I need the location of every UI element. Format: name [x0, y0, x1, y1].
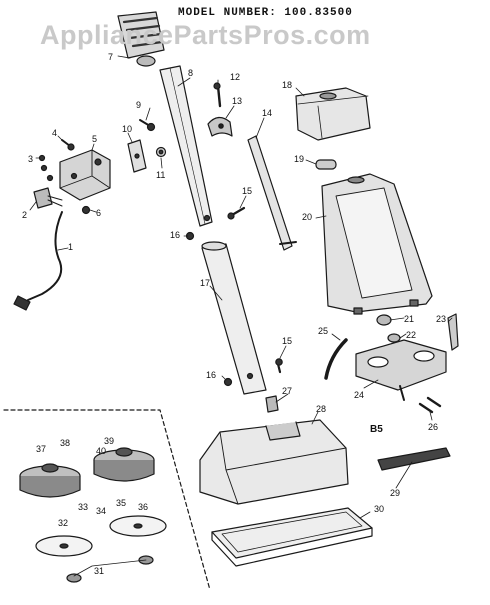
label-36: 36	[138, 502, 148, 512]
label-13: 13	[232, 96, 242, 106]
label-28: 28	[316, 404, 326, 414]
clip-part-27	[265, 395, 279, 413]
nut-part-6	[81, 205, 91, 215]
screw-part-9	[139, 119, 156, 132]
label-23: 23	[436, 314, 446, 324]
label-37: 37	[36, 444, 46, 454]
label-3: 3	[28, 154, 33, 164]
pad-part-36	[109, 515, 167, 537]
model-number: MODEL NUMBER: 100.83500	[178, 7, 353, 19]
clip-part-10	[127, 139, 147, 173]
label-6: 6	[96, 208, 101, 218]
label-33: 33	[78, 502, 88, 512]
label-11: 11	[156, 170, 165, 180]
switch-part-2	[33, 187, 63, 209]
label-19: 19	[294, 154, 304, 164]
link-part-23	[447, 313, 459, 351]
part-labels: 7 8 12 13 14 9 10 11 15 16 17 15 16 27 1…	[22, 52, 446, 576]
label-40: 40	[96, 446, 106, 456]
pad-part-33	[35, 535, 93, 557]
adapter-part-31	[66, 555, 154, 583]
label-24: 24	[354, 390, 364, 400]
tank-lid-part-18	[295, 87, 371, 141]
label-8: 8	[188, 68, 193, 78]
screw-part-4	[61, 139, 75, 151]
power-cord-part	[13, 211, 63, 311]
label-5: 5	[92, 134, 97, 144]
label-10: 10	[122, 124, 132, 134]
label-31: 31	[94, 566, 104, 576]
label-14: 14	[262, 108, 272, 118]
label-35: 35	[116, 498, 126, 508]
brush-part-40	[93, 447, 155, 482]
label-12: 12	[230, 72, 240, 82]
tray-part-30	[211, 507, 373, 567]
label-27: 27	[282, 386, 292, 396]
label-17: 17	[200, 278, 210, 288]
screws-part-26	[418, 396, 442, 414]
solution-tank-part-20	[321, 173, 433, 315]
label-22: 22	[406, 330, 416, 340]
label-38: 38	[60, 438, 70, 448]
handle-grip-part	[117, 11, 165, 67]
label-18: 18	[282, 80, 292, 90]
label-32: 32	[58, 518, 68, 528]
label-39: 39	[104, 436, 114, 446]
label-26: 26	[428, 422, 438, 432]
pump-housing-part-24	[355, 339, 447, 401]
clamp-part-13	[207, 116, 233, 137]
bail-rod-part-14	[247, 135, 297, 251]
cap-part-19	[315, 159, 337, 170]
label-4: 4	[52, 128, 57, 138]
watermark: AppliancePartsPros.com	[40, 20, 371, 50]
label-34: 34	[96, 506, 106, 516]
label-16-upper: 16	[170, 230, 180, 240]
bolt-part-12	[213, 82, 222, 108]
accessory-boundary	[3, 409, 211, 591]
label-15-upper: 15	[242, 186, 252, 196]
motor-hood-part-28	[199, 419, 349, 505]
valve-part-22	[387, 333, 401, 343]
upper-handle-tube-part	[159, 65, 213, 227]
label-15-lower: 15	[282, 336, 292, 346]
label-2: 2	[22, 210, 27, 220]
hose-part-25	[324, 338, 348, 380]
nut-part-11	[155, 146, 167, 158]
brush-part-37	[19, 463, 81, 498]
label-9: 9	[136, 100, 141, 110]
label-29: 29	[390, 488, 400, 498]
section-label: B5	[370, 424, 383, 435]
motor-bracket-part-5	[59, 149, 111, 201]
screw-part-15-lower	[275, 358, 283, 374]
blade-strip-part-29	[377, 447, 451, 471]
label-16-lower: 16	[206, 370, 216, 380]
label-25: 25	[318, 326, 328, 336]
label-7: 7	[108, 52, 113, 62]
label-30: 30	[374, 504, 384, 514]
label-21: 21	[404, 314, 414, 324]
screws-part-3	[38, 154, 54, 182]
valve-part-21	[376, 314, 392, 326]
label-20: 20	[302, 212, 312, 222]
screw-part-15-upper	[227, 206, 246, 220]
label-1: 1	[68, 242, 73, 252]
leader-lines	[29, 55, 453, 577]
lower-handle-tube-part	[201, 241, 267, 395]
